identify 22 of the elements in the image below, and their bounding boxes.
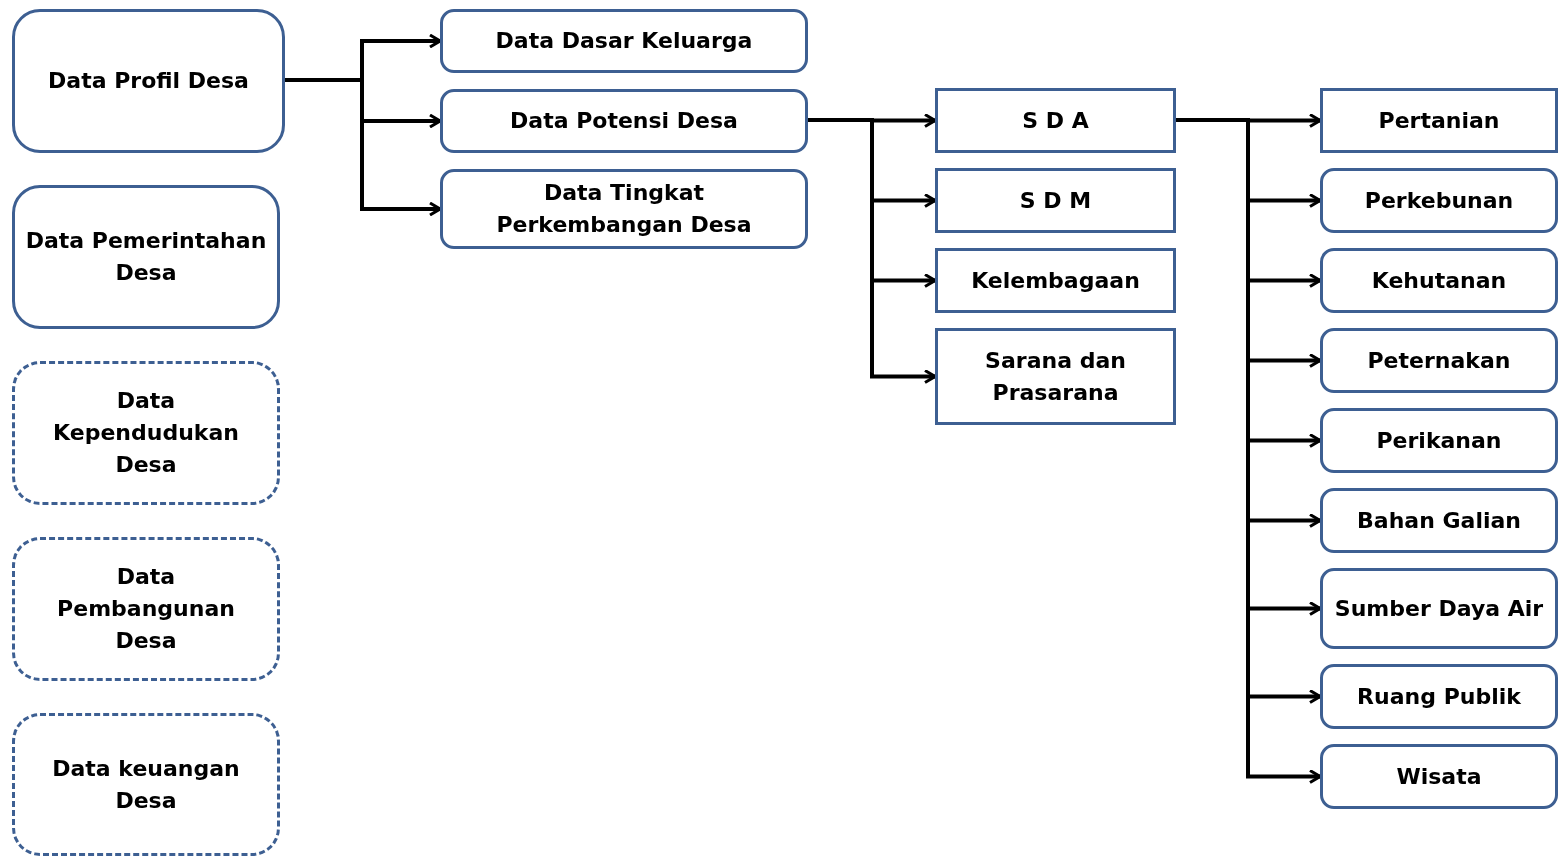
dashed-rounded-box: Data Kependudukan Desa (12, 361, 280, 505)
process-box: S D A (935, 88, 1176, 153)
rounded-box: Perkebunan (1320, 168, 1558, 233)
process-box: Pertanian (1320, 88, 1558, 153)
rounded-box: Data Profil Desa (12, 9, 285, 153)
rounded-box: Data Dasar Keluarga (440, 9, 808, 73)
rounded-box: Data Tingkat Perkembangan Desa (440, 169, 808, 249)
dashed-rounded-box: Data Pembangunan Desa (12, 537, 280, 681)
process-box: Kelembagaan (935, 248, 1176, 313)
rounded-box: Kehutanan (1320, 248, 1558, 313)
dashed-rounded-box: Data keuangan Desa (12, 713, 280, 856)
rounded-box: Perikanan (1320, 408, 1558, 473)
rounded-box: Ruang Publik (1320, 664, 1558, 729)
rounded-box: Bahan Galian (1320, 488, 1558, 553)
process-box: Sarana dan Prasarana (935, 328, 1176, 425)
arrow (808, 118, 937, 384)
rounded-box: Wisata (1320, 744, 1558, 809)
rounded-box: Data Potensi Desa (440, 89, 808, 153)
rounded-box: Peternakan (1320, 328, 1558, 393)
rounded-box: Sumber Daya Air (1320, 568, 1558, 649)
rounded-box: Data Pemerintahan Desa (12, 185, 280, 329)
process-box: S D M (935, 168, 1176, 233)
